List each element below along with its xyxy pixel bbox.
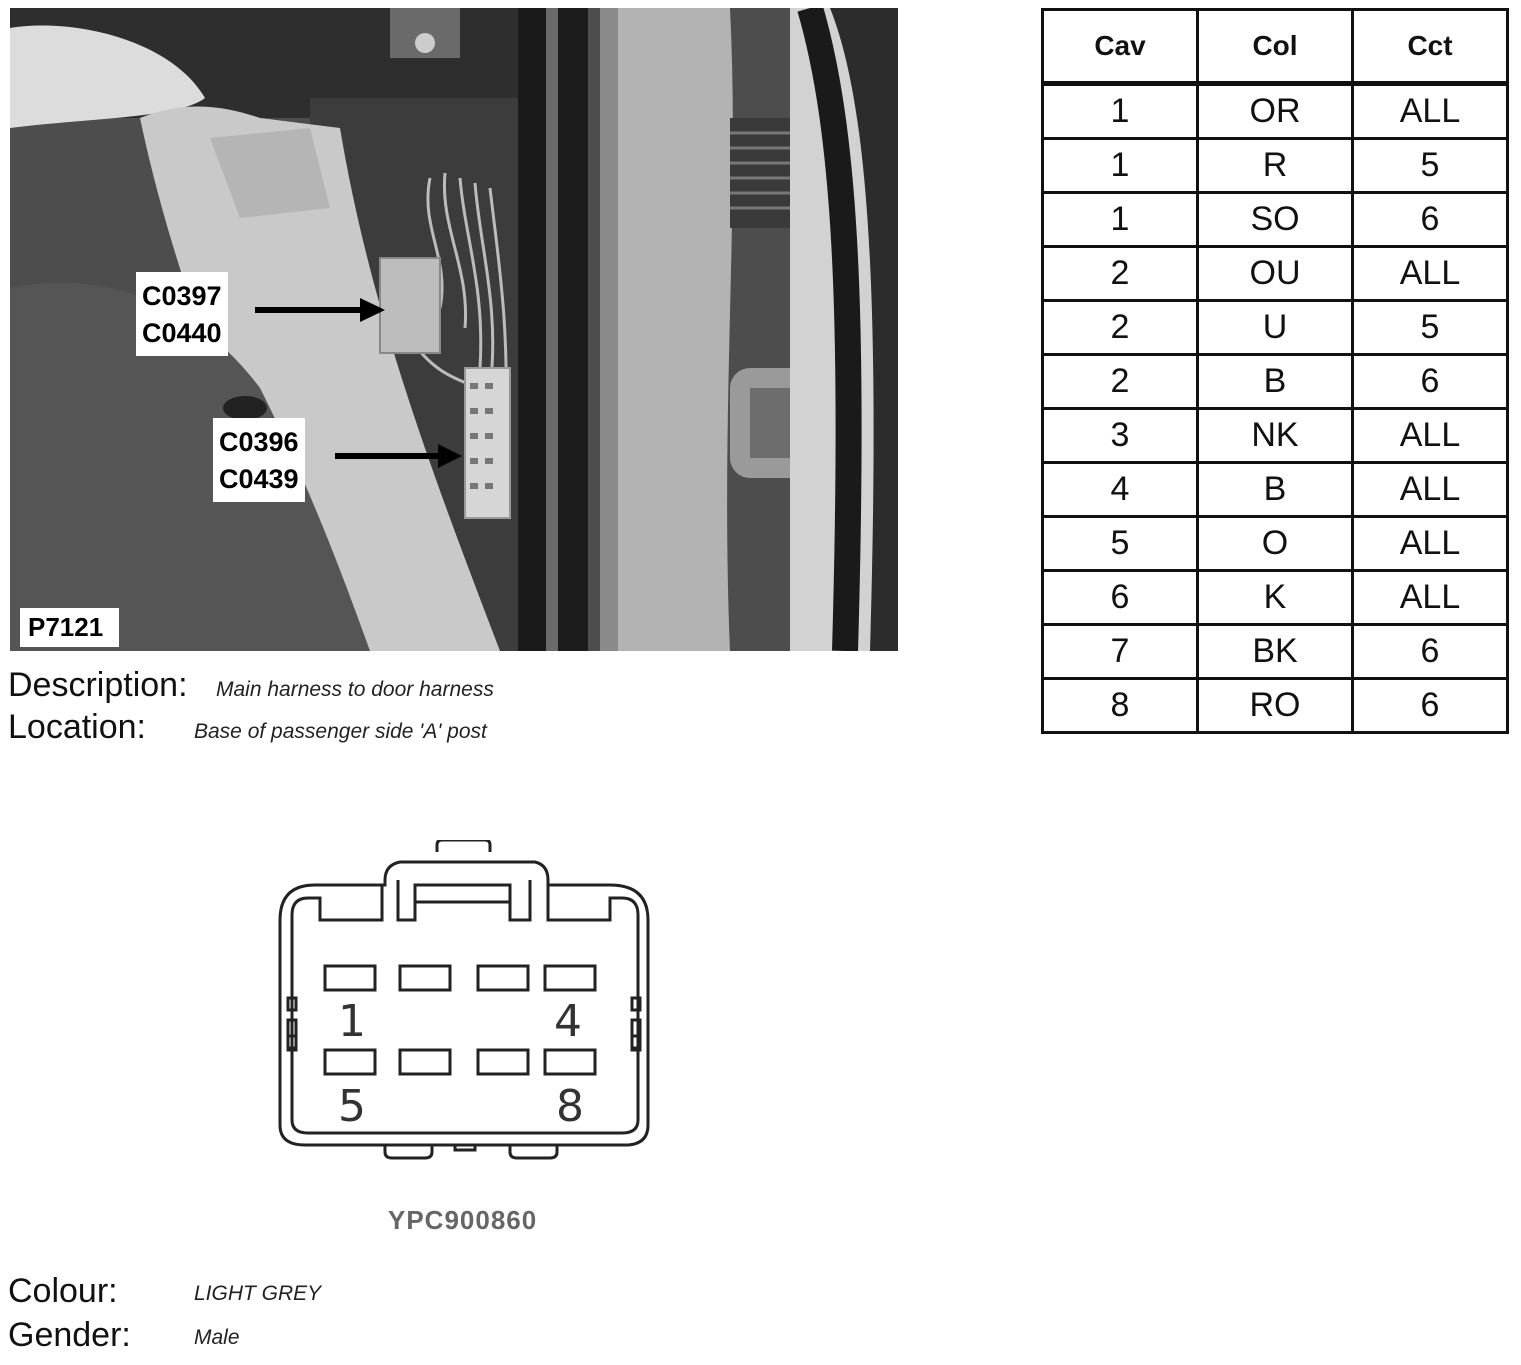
circuit-cell: 5 bbox=[1351, 299, 1509, 356]
gender-row: Gender: Male bbox=[8, 1316, 240, 1355]
photo-illustration bbox=[10, 8, 898, 651]
circuit-cell: 6 bbox=[1351, 191, 1509, 248]
gender-label: Gender: bbox=[8, 1316, 131, 1354]
pin-label-8: 8 bbox=[556, 1081, 584, 1132]
table-row: 2 B 6 bbox=[1041, 353, 1509, 410]
table-row: 4 B ALL bbox=[1041, 461, 1509, 518]
circuit-cell: 5 bbox=[1351, 137, 1509, 194]
colour-cell: BK bbox=[1196, 623, 1354, 680]
table-row: 6 K ALL bbox=[1041, 569, 1509, 626]
callout-code: C0397 bbox=[142, 281, 222, 311]
cavity-cell: 1 bbox=[1041, 191, 1199, 248]
callout-code: C0396 bbox=[219, 427, 299, 457]
colour-cell: SO bbox=[1196, 191, 1354, 248]
description-row: Description: Main harness to door harnes… bbox=[8, 666, 494, 705]
colour-cell: R bbox=[1196, 137, 1354, 194]
location-value: Base of passenger side 'A' post bbox=[194, 720, 487, 743]
location-row: Location: Base of passenger side 'A' pos… bbox=[8, 708, 487, 747]
callout-lower-connectors: C0396 C0439 bbox=[213, 418, 305, 502]
callout-code: C0439 bbox=[219, 464, 299, 494]
table-row: 8 RO 6 bbox=[1041, 677, 1509, 734]
circuit-cell: ALL bbox=[1351, 569, 1509, 626]
table-row: 1 SO 6 bbox=[1041, 191, 1509, 248]
colour-cell: B bbox=[1196, 353, 1354, 410]
gender-value: Male bbox=[194, 1326, 240, 1349]
column-header: Col bbox=[1196, 8, 1354, 86]
cavity-cell: 8 bbox=[1041, 677, 1199, 734]
cavity-cell: 2 bbox=[1041, 245, 1199, 302]
connector-part-code: YPC900860 bbox=[388, 1205, 538, 1235]
circuit-cell: ALL bbox=[1351, 407, 1509, 464]
photo-id: P7121 bbox=[20, 608, 120, 647]
cavity-cell: 2 bbox=[1041, 299, 1199, 356]
table-row: 3 NK ALL bbox=[1041, 407, 1509, 464]
table-row: 5 O ALL bbox=[1041, 515, 1509, 572]
description-label: Description: bbox=[8, 666, 188, 704]
table-row: 2 U 5 bbox=[1041, 299, 1509, 356]
colour-cell: OR bbox=[1196, 82, 1354, 140]
pin-label-5: 5 bbox=[338, 1081, 366, 1132]
circuit-cell: ALL bbox=[1351, 82, 1509, 140]
cavity-cell: 5 bbox=[1041, 515, 1199, 572]
colour-row: Colour: LIGHT GREY bbox=[8, 1272, 321, 1311]
pin-table: Cav Col Cct 1 OR ALL 1 R 5 1 SO 6 2 OU A… bbox=[1041, 8, 1509, 734]
callout-code: C0440 bbox=[142, 318, 222, 348]
description-value: Main harness to door harness bbox=[216, 678, 494, 701]
cavity-cell: 2 bbox=[1041, 353, 1199, 410]
circuit-cell: 6 bbox=[1351, 677, 1509, 734]
table-row: 7 BK 6 bbox=[1041, 623, 1509, 680]
table-row: 1 OR ALL bbox=[1041, 82, 1509, 140]
cavity-cell: 1 bbox=[1041, 82, 1199, 140]
colour-cell: U bbox=[1196, 299, 1354, 356]
connector-face-diagram: 1 4 5 8 bbox=[278, 840, 650, 1160]
colour-label: Colour: bbox=[8, 1272, 118, 1310]
table-row: 1 R 5 bbox=[1041, 137, 1509, 194]
callout-upper-connectors: C0397 C0440 bbox=[136, 272, 228, 356]
colour-value: LIGHT GREY bbox=[194, 1282, 322, 1305]
column-header: Cav bbox=[1041, 8, 1199, 86]
circuit-cell: ALL bbox=[1351, 461, 1509, 518]
colour-cell: RO bbox=[1196, 677, 1354, 734]
cavity-cell: 7 bbox=[1041, 623, 1199, 680]
cavity-cell: 4 bbox=[1041, 461, 1199, 518]
pin-label-1: 1 bbox=[338, 996, 366, 1047]
colour-cell: K bbox=[1196, 569, 1354, 626]
circuit-cell: 6 bbox=[1351, 353, 1509, 410]
cavity-cell: 3 bbox=[1041, 407, 1199, 464]
cavity-cell: 1 bbox=[1041, 137, 1199, 194]
colour-cell: O bbox=[1196, 515, 1354, 572]
table-row: 2 OU ALL bbox=[1041, 245, 1509, 302]
location-label: Location: bbox=[8, 708, 146, 746]
colour-cell: NK bbox=[1196, 407, 1354, 464]
circuit-cell: 6 bbox=[1351, 623, 1509, 680]
table-header-row: Cav Col Cct bbox=[1041, 8, 1509, 86]
colour-cell: OU bbox=[1196, 245, 1354, 302]
column-header: Cct bbox=[1351, 8, 1509, 86]
colour-cell: B bbox=[1196, 461, 1354, 518]
circuit-cell: ALL bbox=[1351, 245, 1509, 302]
cavity-cell: 6 bbox=[1041, 569, 1199, 626]
pin-label-4: 4 bbox=[554, 996, 582, 1047]
circuit-cell: ALL bbox=[1351, 515, 1509, 572]
harness-photo: C0397 C0440 C0396 C0439 P7121 bbox=[10, 8, 898, 651]
